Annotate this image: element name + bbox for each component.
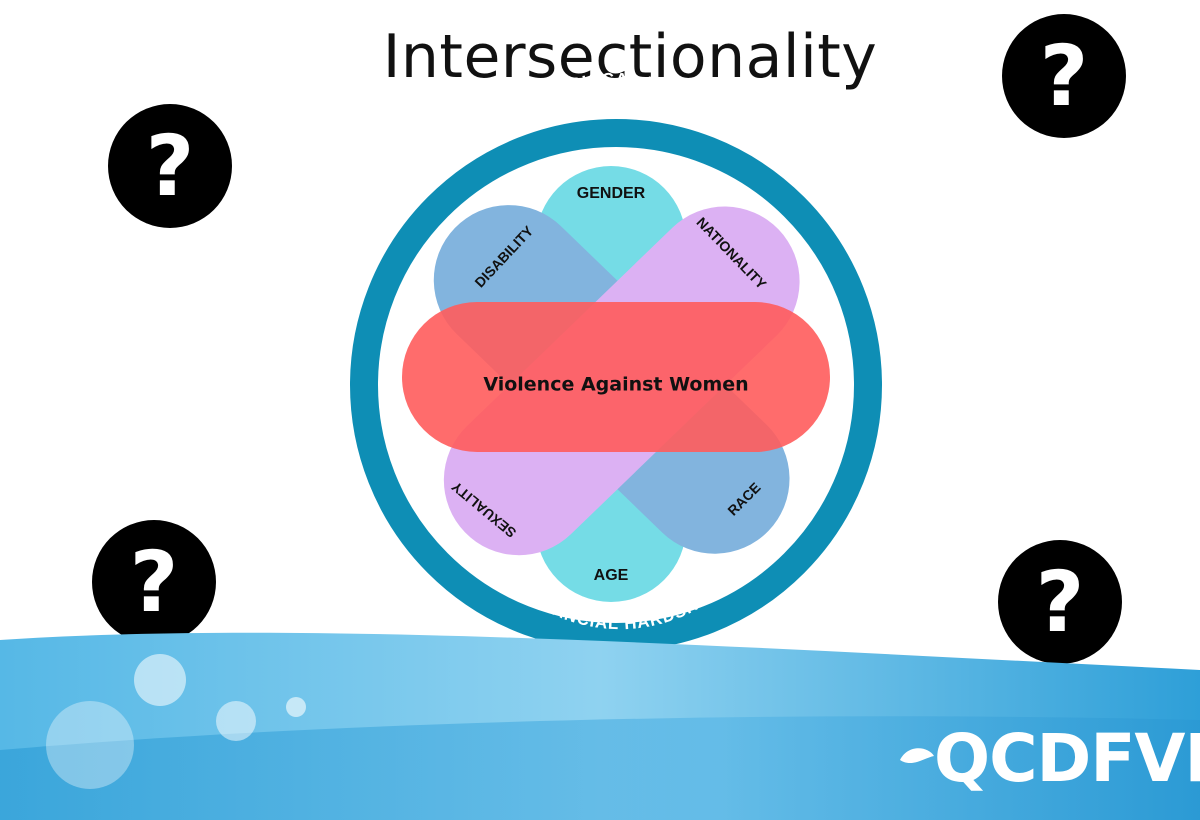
qcdfvr-logo: QCDFVR — [896, 720, 1200, 810]
decorative-bubble — [286, 697, 306, 717]
outer-ring — [350, 119, 882, 651]
question-mark-icon: ? — [998, 540, 1122, 664]
petal-label-gender: GENDER — [577, 185, 646, 202]
center-label: Violence Against Women — [483, 374, 748, 396]
question-mark-icon: ? — [1002, 14, 1126, 138]
petal-label-age: AGE — [594, 567, 629, 584]
decorative-bubble — [216, 701, 256, 741]
question-mark-icon: ? — [108, 104, 232, 228]
question-mark-icon: ? — [92, 520, 216, 644]
leaf-icon — [900, 748, 934, 764]
logo-text: QCDFVR — [934, 720, 1200, 797]
decorative-bubble — [46, 701, 134, 789]
center-band — [402, 302, 830, 452]
decorative-bubble — [134, 654, 186, 706]
footer-wave — [0, 632, 1200, 820]
slide-title: Intersectionality — [382, 22, 878, 92]
